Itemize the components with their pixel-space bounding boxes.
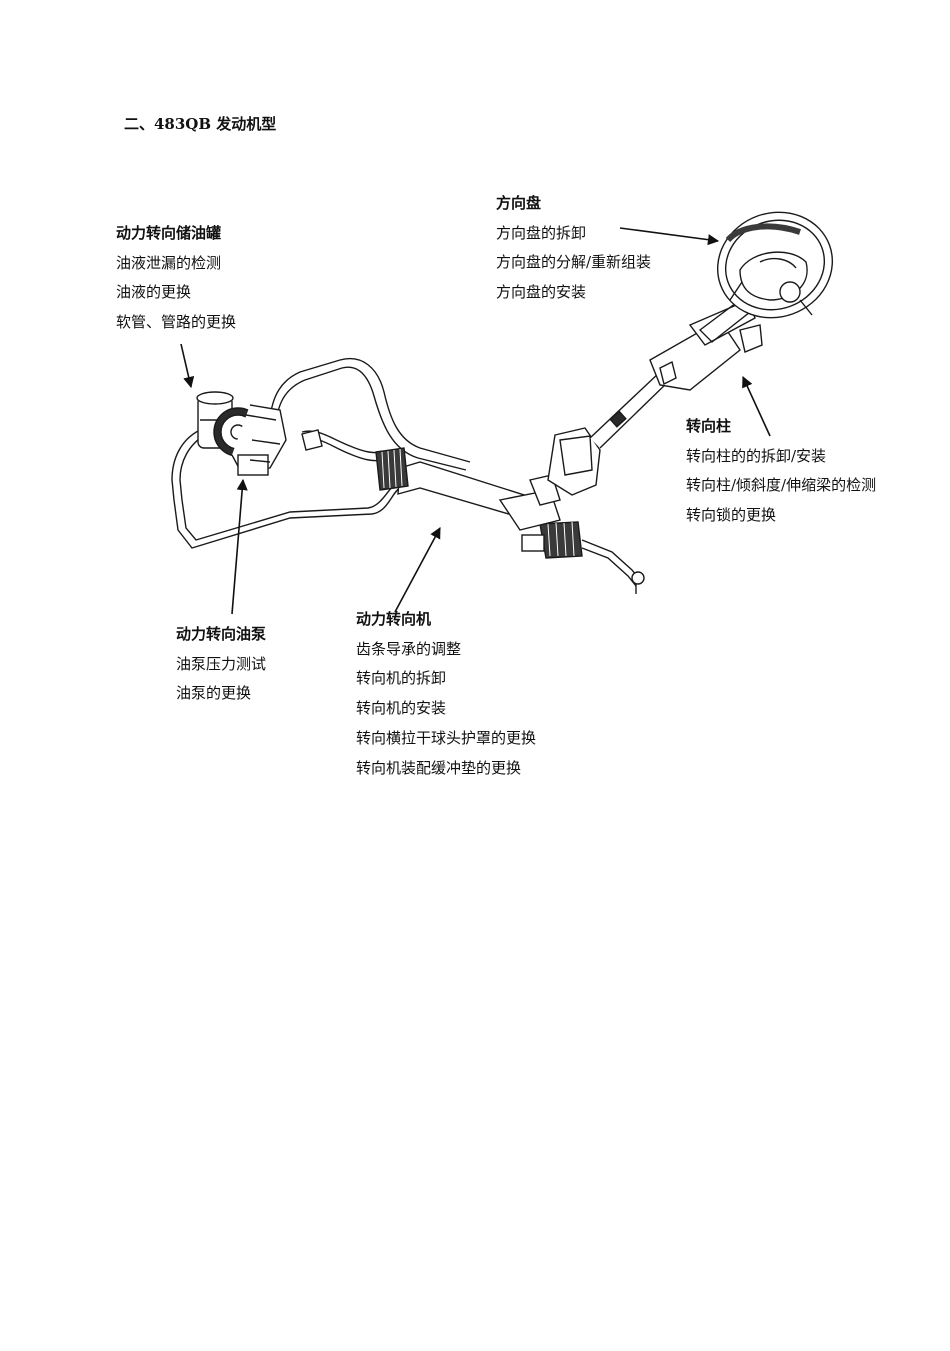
steering-gear-item: 转向机的安装 xyxy=(356,699,447,718)
pump-item: 油泵压力测试 xyxy=(176,654,267,673)
callout-arrows xyxy=(180,227,771,615)
steering-column-item: 转向锁的更换 xyxy=(686,506,777,525)
pressure-and-return-lines xyxy=(171,358,471,549)
reservoir-item: 油液泄漏的检测 xyxy=(116,253,222,272)
pump-title: 动力转向油泵 xyxy=(176,625,267,643)
steering-wheel-callout: 方向盘 方向盘的拆卸 方向盘的分解/重新组装 方向盘的安装 xyxy=(496,189,651,308)
steering-wheel-item: 方向盘的分解/重新组装 xyxy=(496,253,652,272)
steering-gear-item: 转向横拉干球头护罩的更换 xyxy=(356,728,537,747)
steering-gear-assembly xyxy=(301,429,645,594)
steering-column-callout: 转向柱 转向柱的的拆卸/安装 转向柱/倾斜度/伸缩梁的检测 转向锁的更换 xyxy=(686,412,876,531)
steering-column xyxy=(547,299,763,496)
steering-wheel xyxy=(716,211,834,319)
pump-callout: 动力转向油泵 油泵压力测试 油泵的更换 xyxy=(176,620,266,709)
steering-wheel-item: 方向盘的拆卸 xyxy=(496,223,587,242)
reservoir-item: 油液的更换 xyxy=(116,283,192,302)
reservoir-item: 软管、管路的更换 xyxy=(116,313,237,332)
steering-column-item: 转向柱的的拆卸/安装 xyxy=(686,446,827,465)
steering-gear-item: 转向机的拆卸 xyxy=(356,669,447,688)
reservoir-title: 动力转向储油罐 xyxy=(116,224,222,242)
section-title: 二、483QB 发动机型 xyxy=(124,115,277,133)
steering-gear-item: 转向机装配缓冲垫的更换 xyxy=(356,758,522,777)
steering-column-item: 转向柱/倾斜度/伸缩梁的检测 xyxy=(686,476,877,495)
steering-wheel-title: 方向盘 xyxy=(496,194,542,212)
reservoir-callout: 动力转向储油罐 油液泄漏的检测 油液的更换 软管、管路的更换 xyxy=(116,219,236,338)
steering-gear-item: 齿条导承的调整 xyxy=(356,639,462,658)
steering-column-title: 转向柱 xyxy=(686,417,732,435)
steering-gear-title: 动力转向机 xyxy=(356,610,432,628)
steering-wheel-item: 方向盘的安装 xyxy=(496,283,587,302)
power-steering-pump xyxy=(213,404,287,476)
pump-item: 油泵的更换 xyxy=(176,684,252,703)
steering-gear-callout: 动力转向机 齿条导承的调整 转向机的拆卸 转向机的安装 转向横拉干球头护罩的更换… xyxy=(356,605,536,783)
